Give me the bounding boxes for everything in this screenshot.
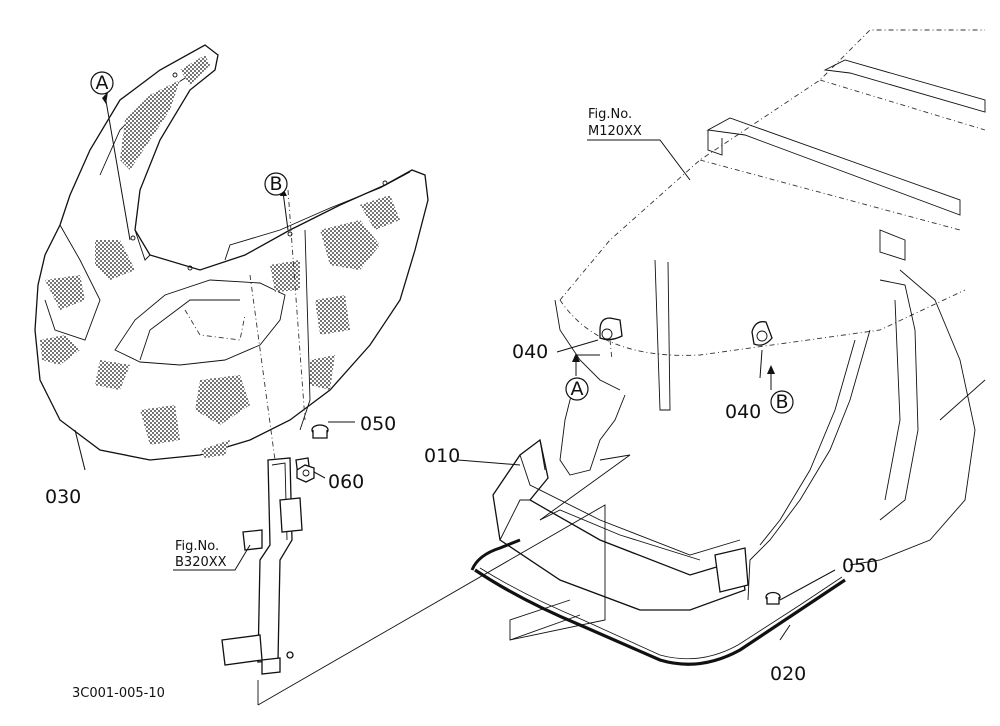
fig-ref-m120: Fig.No. M120XX (588, 107, 642, 139)
leader-060 (313, 471, 326, 479)
leader-020 (779, 624, 791, 641)
marker-arrows (102, 92, 775, 390)
callout-020: 020 (770, 663, 806, 685)
callout-010: 010 (424, 445, 460, 467)
leader-010 (457, 459, 521, 466)
callout-050-right: 050 (842, 555, 878, 577)
callout-050-left: 050 (360, 413, 396, 435)
svg-text:B: B (269, 173, 282, 195)
svg-text:Fig.No.: Fig.No. (175, 539, 219, 554)
svg-text:A: A (571, 378, 584, 400)
callout-040-right: 040 (725, 401, 761, 423)
marker-b-top: B (264, 172, 288, 196)
drawing-code: 3C001-005-10 (72, 686, 165, 701)
leader-050-right (779, 569, 836, 601)
fig-ref-b320: Fig.No. B320XX (175, 539, 227, 570)
front-bracket-010 (492, 438, 749, 611)
svg-text:B320XX: B320XX (175, 555, 227, 570)
leader-040-right (759, 349, 763, 379)
callout-060: 060 (328, 471, 364, 493)
bolt-050-left (311, 424, 329, 439)
seal-clip-right (751, 321, 773, 346)
leader-030 (74, 429, 86, 471)
marker-a-right: A (565, 377, 589, 401)
marker-b-right: B (770, 390, 794, 414)
support-bracket-b320 (221, 457, 311, 675)
svg-text:Fig.No.: Fig.No. (588, 107, 632, 122)
callout-040-left: 040 (512, 341, 548, 363)
nut-060 (296, 464, 315, 483)
marker-a-top: A (90, 71, 114, 95)
svg-text:M120XX: M120XX (588, 124, 642, 139)
small-bolt (286, 651, 294, 659)
leader-fig-m120 (587, 139, 691, 181)
callout-030: 030 (45, 486, 81, 508)
cabin-frame (554, 259, 986, 601)
svg-text:B: B (775, 391, 788, 413)
leader-fig-b320 (173, 544, 251, 571)
seal-clip-left (599, 317, 623, 341)
assembly-guide-lines (249, 189, 613, 706)
seal-strip-020 (470, 538, 846, 666)
leader-040-left (556, 339, 599, 353)
cabin-roof (559, 29, 986, 356)
bolt-050-right (765, 591, 781, 605)
front-cowl-panel-030 (34, 44, 429, 461)
svg-text:A: A (96, 72, 109, 94)
